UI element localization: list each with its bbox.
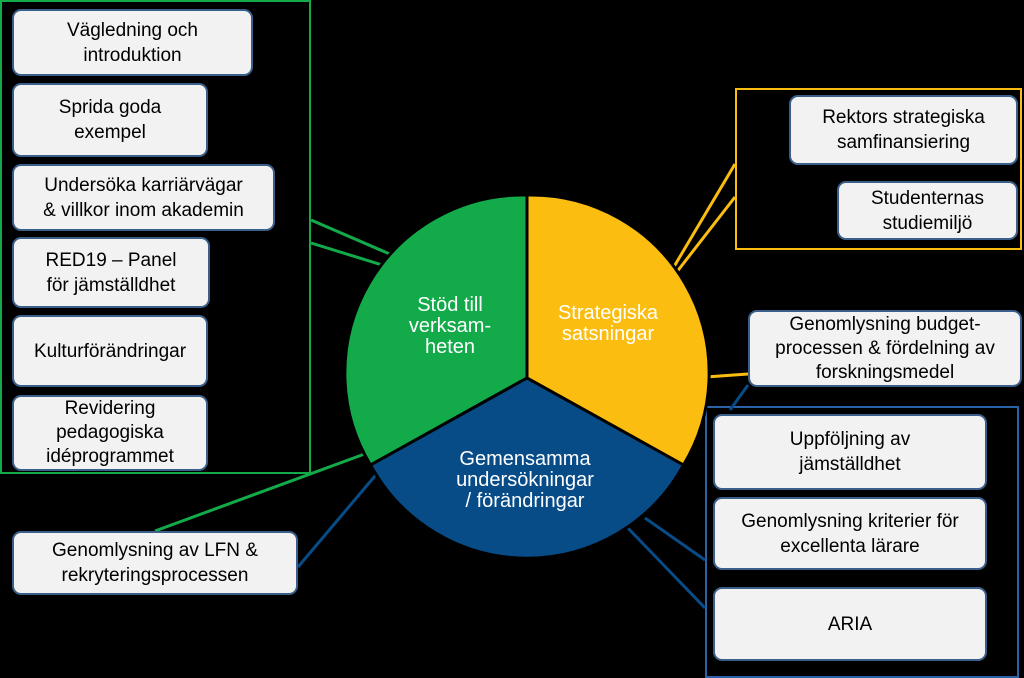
pie-segment-green (343, 193, 529, 467)
box-sprida-goda-exempel: Sprida goda exempel (12, 83, 208, 157)
yellow-group-frame (735, 88, 1022, 250)
connector-blue-1 (728, 384, 750, 411)
box-studenternas-studiemiljo: Studenternas studiemiljö (837, 181, 1018, 240)
box-vagledning: Vägledning och introduktion (12, 9, 253, 76)
pie-chart (343, 193, 711, 560)
box-genomlysning-lfn: Genomlysning av LFN & rekryteringsproces… (12, 531, 298, 595)
connector-blue-2 (296, 469, 382, 568)
connector-blue-4 (623, 523, 707, 610)
connector-green-3 (154, 450, 371, 533)
box-genomlysning-budgetprocessen: Genomlysning budget- processen & fördeln… (748, 310, 1022, 387)
box-undersoka-karriarvagar: Undersöka karriärvägar & villkor inom ak… (12, 164, 275, 231)
box-uppfoljning-jamstalldhet: Uppföljning av jämställdhet (713, 414, 987, 490)
connector-yellow-2 (674, 196, 737, 274)
segment-label-stod: Stöd till verksam- heten (408, 294, 492, 358)
connector-blue-3 (644, 516, 706, 562)
connector-lines (154, 163, 750, 610)
segment-label-gemensamma: Gemensamma undersökningar / förändringar (456, 448, 594, 512)
box-revidering: Revidering pedagogiska idéprogrammet (12, 395, 208, 471)
connector-green-1 (310, 218, 393, 257)
box-kulturforandringar: Kulturförändringar (12, 315, 208, 387)
box-genomlysning-kriterier: Genomlysning kriterier för excellenta lä… (713, 497, 987, 570)
connector-yellow-3 (705, 372, 749, 379)
segment-label-strategiska: Strategiska satsningar (557, 302, 659, 345)
green-group-frame (0, 0, 311, 474)
connector-yellow-1 (670, 163, 737, 271)
box-rektors-samfinansiering: Rektors strategiska samfinansiering (789, 95, 1018, 165)
pie-segment-blue (369, 376, 685, 560)
blue-group-frame (705, 406, 1019, 678)
box-aria: ARIA (713, 587, 987, 661)
pie-segment-yellow (525, 193, 711, 467)
box-red19: RED19 – Panel för jämställdhet (12, 237, 210, 308)
connector-green-2 (310, 241, 393, 270)
